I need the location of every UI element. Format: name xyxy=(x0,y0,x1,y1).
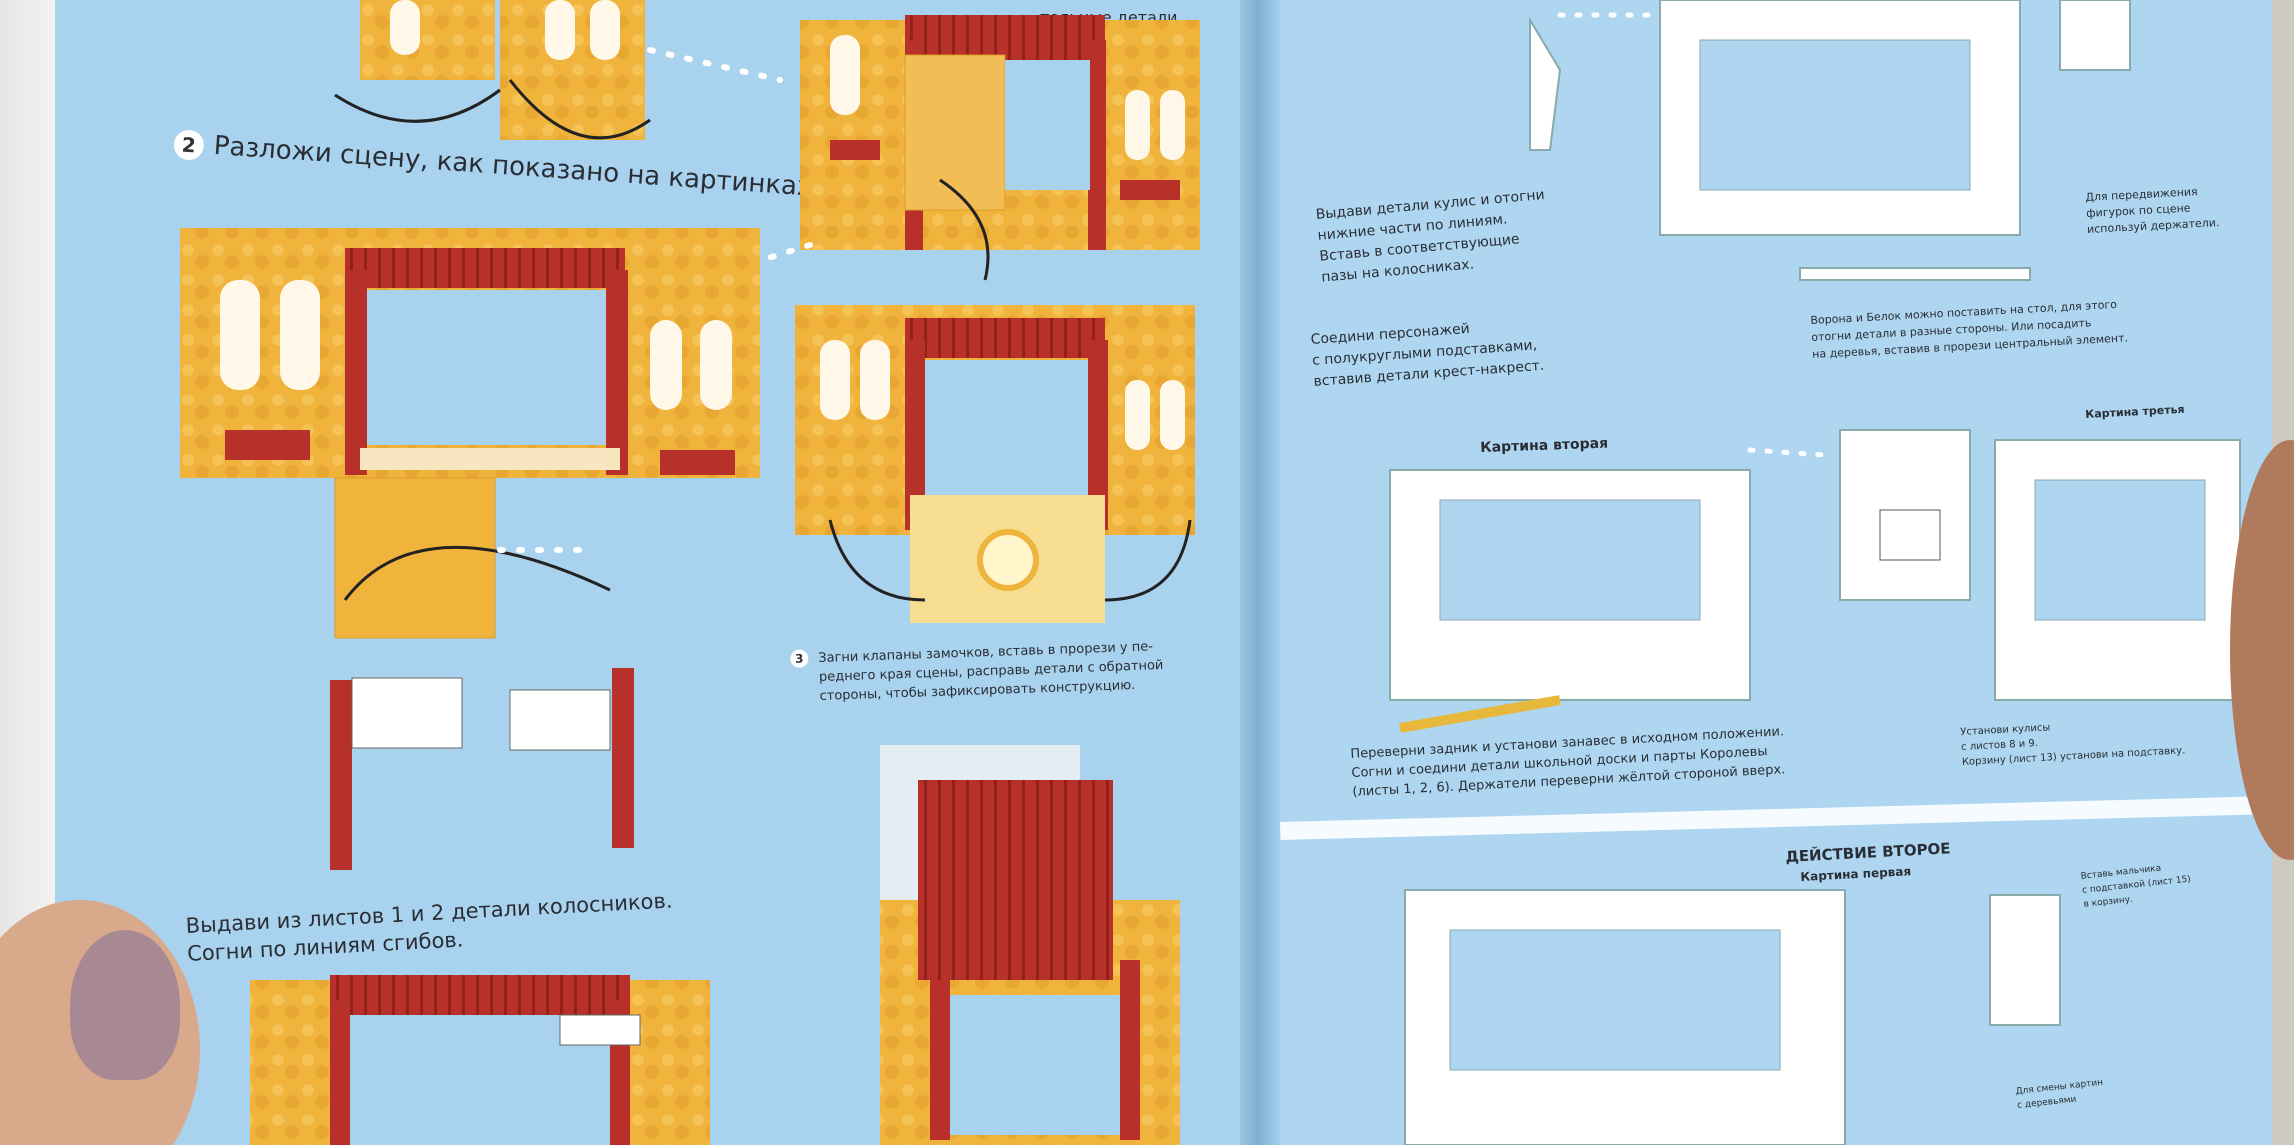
cat-cutout xyxy=(1989,894,2061,1026)
lock-pieces xyxy=(330,668,634,870)
stage-colosnik xyxy=(250,975,710,1145)
thumbnail-polish xyxy=(70,930,180,1080)
folded-walls-top xyxy=(360,0,645,140)
stage-step-2a xyxy=(800,15,1200,250)
stage-front-curtain xyxy=(880,745,1180,1145)
fold-arrow-a xyxy=(334,88,501,123)
fold-arrow-b xyxy=(508,79,651,140)
book-gutter xyxy=(1240,0,1280,1145)
holder-piece xyxy=(2059,0,2131,71)
window xyxy=(1879,509,1941,561)
stage-step-2c xyxy=(795,305,1195,623)
stage-step-2b xyxy=(180,228,760,639)
holder-bar xyxy=(1799,267,2031,281)
yellow-holder xyxy=(1399,695,1561,733)
holders-instruction: Для передвижения фигурок по сцене исполь… xyxy=(2085,183,2220,238)
tree-cutout xyxy=(1529,16,1562,151)
